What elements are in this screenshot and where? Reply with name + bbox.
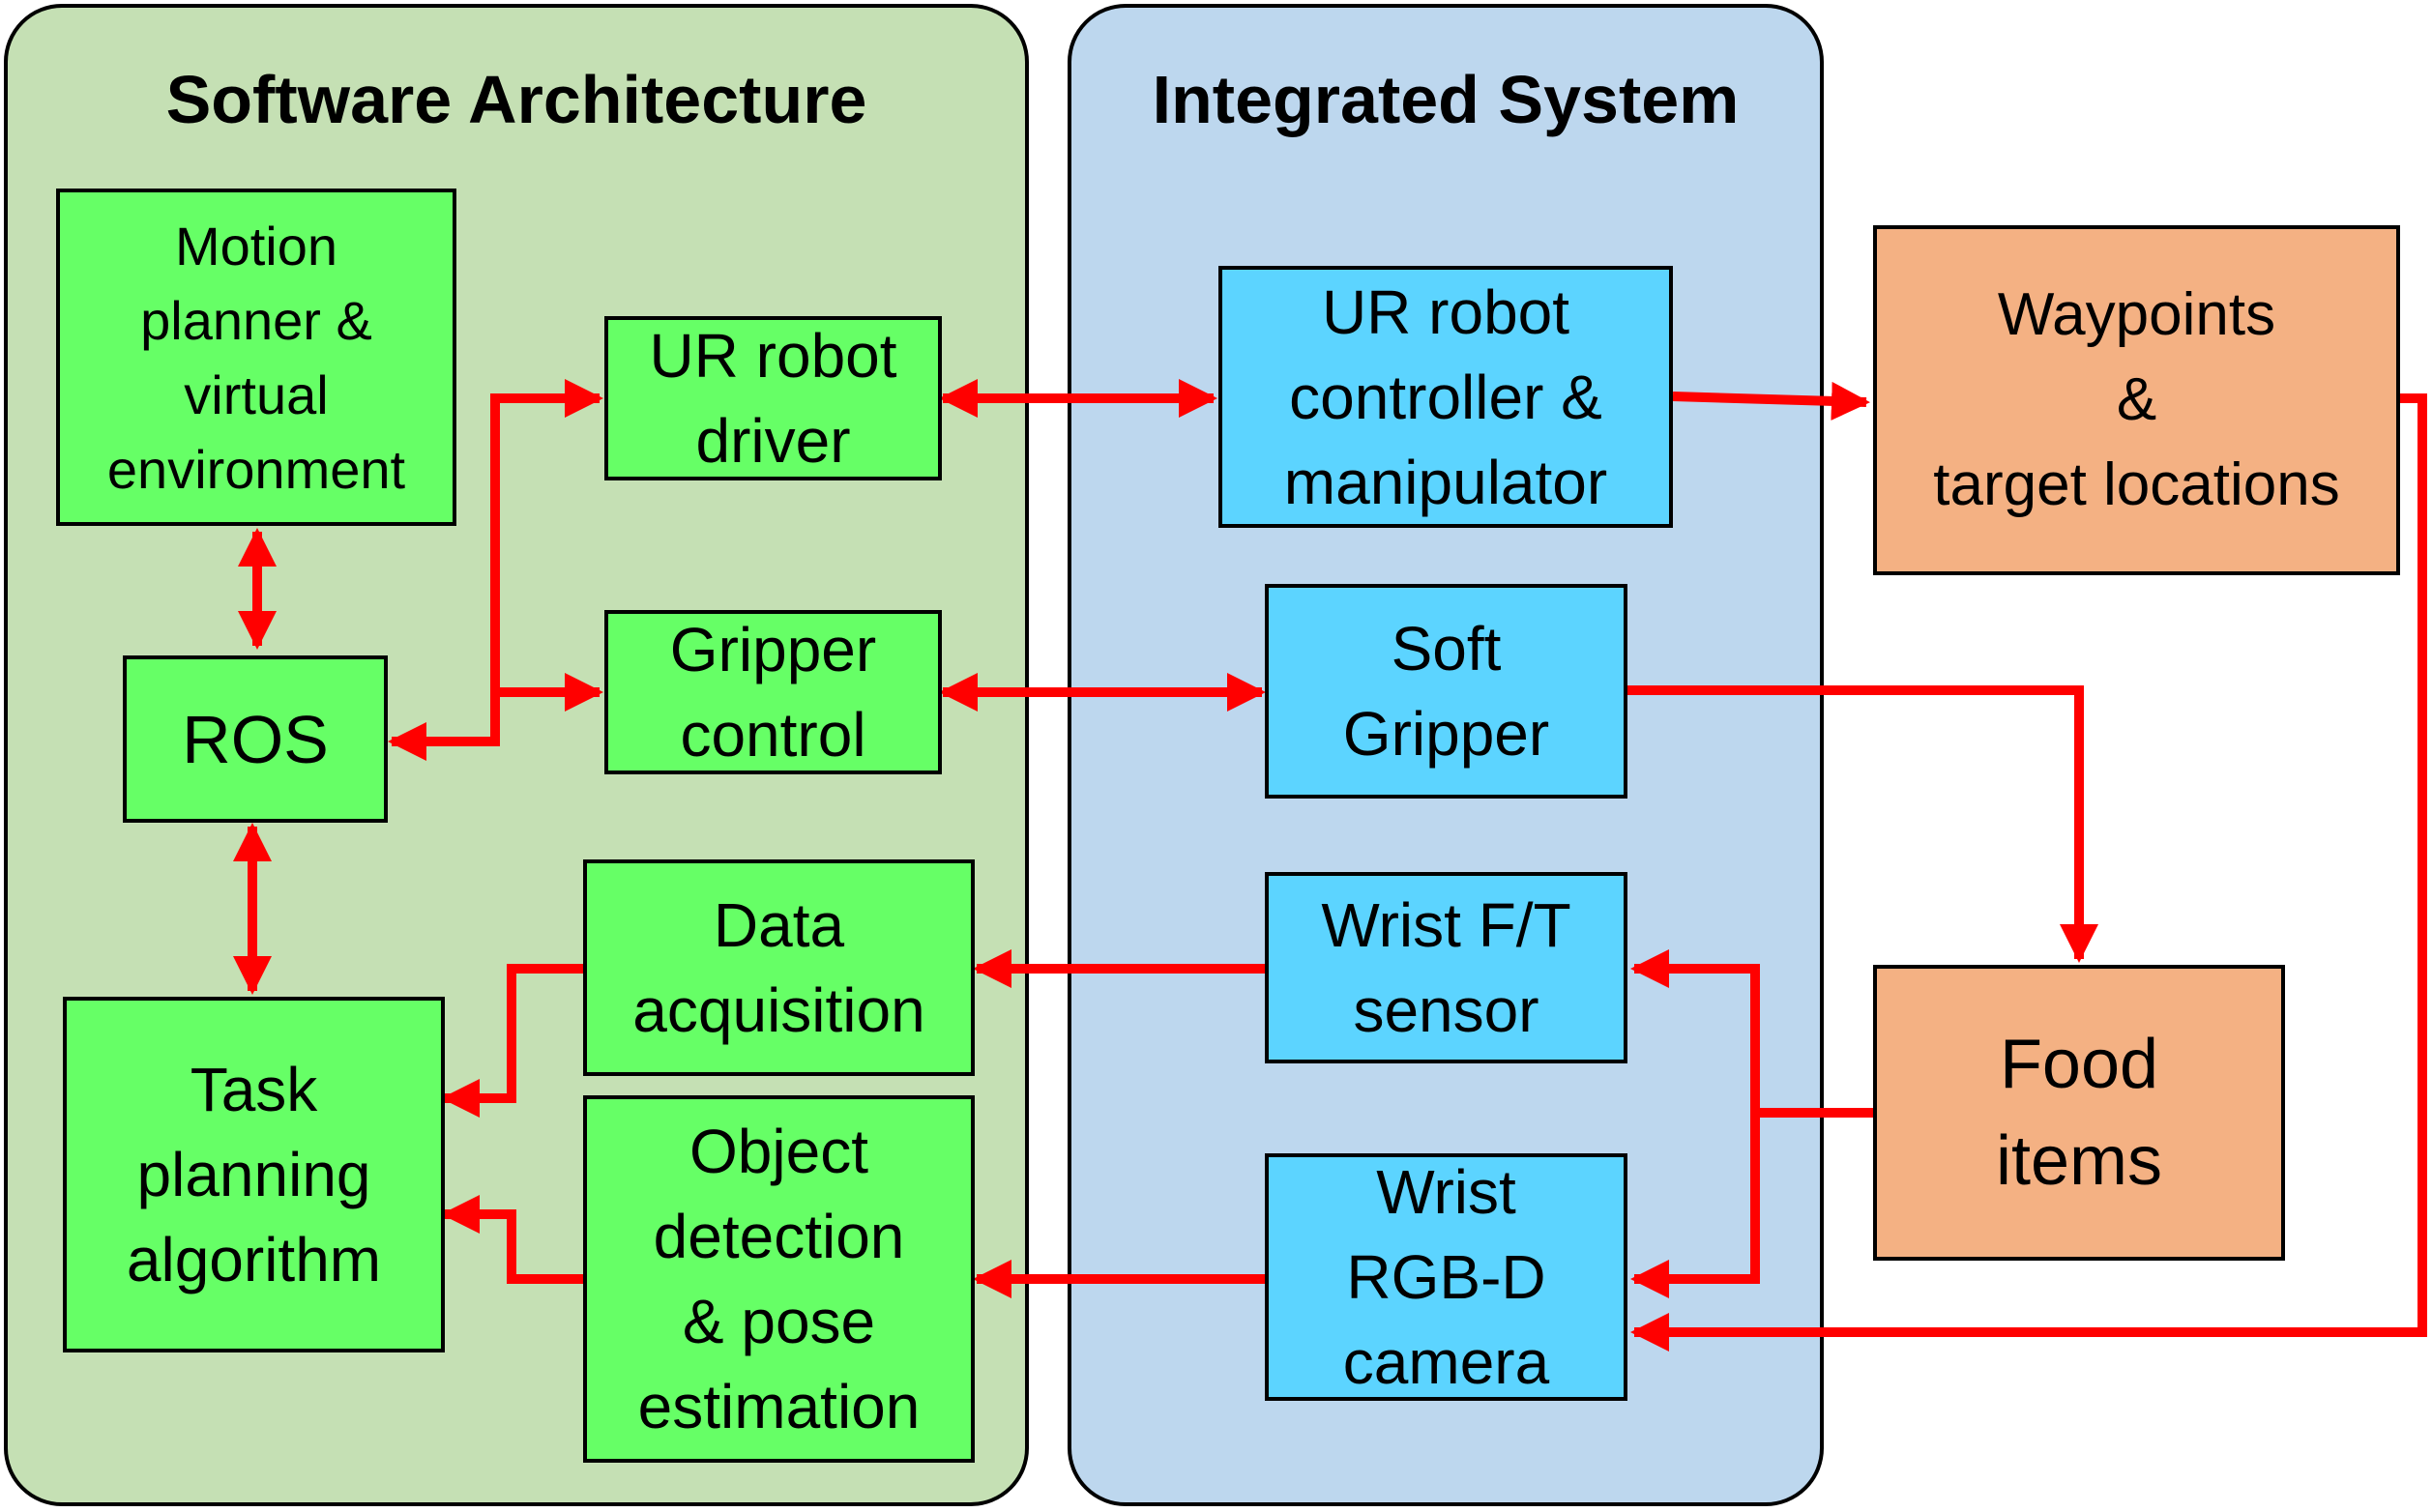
wrist-ft-sensor-box: Wrist F/T sensor [1265, 872, 1627, 1063]
arrow-object-detection-task-planning [441, 1195, 583, 1284]
task-planning-box: Task planning algorithm [63, 997, 445, 1352]
wrist-rgbd-camera-label: Wrist RGB-D camera [1342, 1157, 1550, 1397]
ros-label: ROS [182, 701, 329, 777]
soft-gripper-label: Soft Gripper [1342, 614, 1550, 769]
arrow-ros-to-driver-branch [388, 379, 603, 761]
arrow-soft-gripper-food [1627, 685, 2098, 963]
gripper-control-label: Gripper control [669, 615, 877, 770]
waypoints-box: Waypoints & target locations [1873, 225, 2400, 575]
arrow-food-to-camera [1630, 1113, 1760, 1298]
food-items-box: Food items [1873, 965, 2285, 1261]
gripper-control-box: Gripper control [604, 610, 942, 774]
waypoints-label: Waypoints & target locations [1933, 281, 2340, 518]
ur-robot-driver-label: UR robot driver [649, 321, 897, 476]
arrow-waypoints-to-camera [1630, 393, 2427, 1352]
wrist-ft-sensor-label: Wrist F/T sensor [1321, 890, 1571, 1045]
arrow-controller-waypoints [1672, 381, 1870, 421]
soft-gripper-box: Soft Gripper [1265, 584, 1627, 799]
integrated-system-title: Integrated System [1152, 62, 1740, 137]
ur-robot-driver-box: UR robot driver [604, 316, 942, 480]
wrist-rgbd-camera-box: Wrist RGB-D camera [1265, 1153, 1627, 1401]
arrow-food-to-ft-sensor [1630, 949, 1876, 1118]
food-items-label: Food items [1995, 1026, 2163, 1200]
data-acquisition-box: Data acquisition [583, 859, 975, 1076]
ur-robot-controller-label: UR robot controller & manipulator [1283, 276, 1608, 517]
motion-planner-label: Motion planner & virtual environment [106, 215, 406, 500]
arrow-data-acquisition-task-planning [441, 964, 583, 1118]
motion-planner-box: Motion planner & virtual environment [56, 189, 456, 526]
task-planning-label: Task planning algorithm [126, 1055, 382, 1294]
ros-box: ROS [123, 655, 388, 823]
ur-robot-controller-box: UR robot controller & manipulator [1218, 266, 1673, 528]
software-architecture-title: Software Architecture [165, 62, 867, 137]
object-detection-label: Object detection & pose estimation [637, 1117, 921, 1441]
data-acquisition-label: Data acquisition [632, 890, 925, 1045]
object-detection-box: Object detection & pose estimation [583, 1095, 975, 1463]
